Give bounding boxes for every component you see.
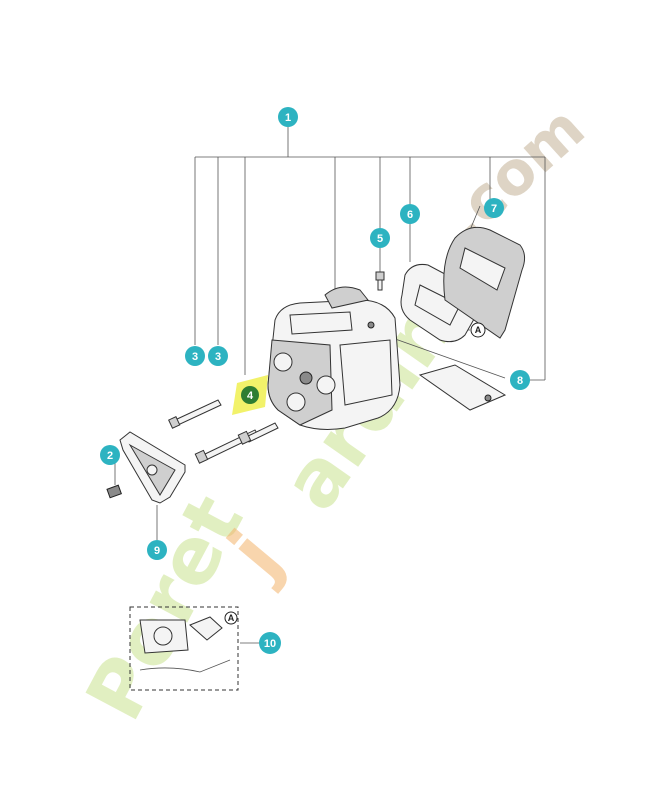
- leader-lines: [114, 127, 546, 644]
- svg-text:9: 9: [154, 545, 160, 557]
- reference-a-main: A: [470, 322, 486, 338]
- svg-text:6: 6: [407, 209, 413, 221]
- gasket-kit: [129, 606, 239, 691]
- svg-text:5: 5: [377, 233, 383, 245]
- svg-text:4: 4: [247, 390, 254, 402]
- callout-8: 8: [510, 370, 530, 390]
- svg-text:A: A: [228, 613, 235, 623]
- callout-9: 9: [147, 540, 167, 560]
- muffler-body: [267, 286, 401, 430]
- svg-text:3: 3: [192, 351, 198, 363]
- svg-text:1: 1: [285, 112, 291, 124]
- callout-3a: 3: [185, 346, 205, 366]
- svg-text:8: 8: [517, 375, 523, 387]
- svg-text:2: 2: [107, 450, 113, 462]
- callout-4: 4: [241, 386, 259, 404]
- watermark-text-4: .com: [431, 93, 598, 253]
- callout-5: 5: [370, 228, 390, 248]
- callout-6: 6: [400, 204, 420, 224]
- deflector-plate: [106, 431, 186, 504]
- svg-text:A: A: [475, 325, 482, 335]
- reference-a-kit: A: [224, 611, 238, 625]
- small-screw: [375, 271, 385, 291]
- callout-2: 2: [100, 445, 120, 465]
- callout-7: 7: [484, 198, 504, 218]
- callout-3b: 3: [208, 346, 228, 366]
- svg-text:10: 10: [264, 638, 276, 650]
- callout-1: 1: [278, 107, 298, 127]
- callout-10: 10: [259, 632, 281, 654]
- svg-text:3: 3: [215, 351, 221, 363]
- long-bolts: [168, 399, 279, 464]
- svg-text:7: 7: [491, 203, 497, 215]
- spark-screen: [418, 364, 507, 411]
- cooling-plate: [443, 226, 526, 339]
